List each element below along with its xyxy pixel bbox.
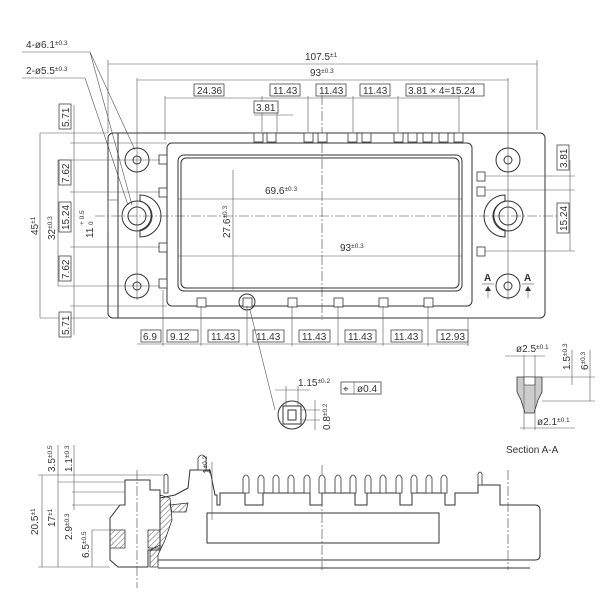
dim-label: 3.81 xyxy=(559,148,570,168)
section-marker: A A xyxy=(482,273,534,298)
inner-width-dim: 69.6±0.3 xyxy=(265,186,297,197)
dim-label: 11.43 xyxy=(273,86,298,97)
position-tolerance: ø0.4 xyxy=(357,384,377,395)
inner-height-dim: 27.6±0.3 xyxy=(222,206,233,238)
top-dia-dim: ø2.5±0.1 xyxy=(516,344,549,355)
pin-step-dim: 1.1±0.3 xyxy=(64,445,75,472)
inner-window xyxy=(177,154,463,292)
mounting-holes xyxy=(107,147,524,299)
dim-label: 9.12 xyxy=(170,332,190,343)
pin-thickness-dim: 0.8±0.2 xyxy=(322,403,333,430)
internal-substrate xyxy=(206,512,440,544)
dim-label: 3.81 × 4=15.24 xyxy=(408,86,476,97)
dim-label: 15.24 xyxy=(559,206,570,231)
slot-tol-minus: 0 xyxy=(88,221,95,225)
dim-label: 7.62 xyxy=(61,163,72,183)
dim-label: 11.43 xyxy=(348,332,373,343)
boss-dim: 2.9±0.3 xyxy=(64,513,75,540)
dim-label: 5.71 xyxy=(61,315,72,335)
base-dim: 6.5±0.5 xyxy=(81,531,92,558)
section-title: Section A-A xyxy=(506,445,559,456)
left-dim-boxes: 5.71 7.62 15.24 7.62 5.71 xyxy=(58,103,72,338)
overall-length-dim: 107.5±1 xyxy=(305,52,338,63)
section-a-a: ø2.5±0.1 ø2.1±0.1 1.5±0.3 6±0.3 Section … xyxy=(505,343,595,456)
position-symbol: ⌖ xyxy=(343,384,349,395)
dim-label: 7.62 xyxy=(61,259,72,279)
holes-4-label: 4-ø6.1±0.3 xyxy=(26,40,68,51)
dim-label: 11.43 xyxy=(394,332,419,343)
top-view: 4-ø6.1±0.3 2-ø5.5±0.3 107.5±1 93±0.3 24.… xyxy=(22,40,575,346)
bottom-dim-boxes: 6.9 9.12 11.43 11.43 11.43 11.43 11.43 1… xyxy=(140,329,469,343)
side-pins xyxy=(163,454,483,494)
holes-2-label: 2-ø5.5±0.3 xyxy=(26,66,68,77)
hole-pitch-dim: 93±0.3 xyxy=(310,68,334,79)
pin-width-dim: 1.15±0.2 xyxy=(298,378,330,389)
dim-label: 15.24 xyxy=(61,205,72,230)
dim-label: 12.93 xyxy=(440,332,465,343)
right-dim-boxes: 3.81 15.24 xyxy=(556,144,570,234)
section-marker-label: A xyxy=(524,273,531,284)
hole-height-dim: 32±0.3 xyxy=(47,216,58,240)
top-dim-row: 24.36 11.43 11.43 11.43 3.81 × 4=15.24 3… xyxy=(193,83,485,114)
dim-label: 11.43 xyxy=(319,86,344,97)
housing-frame xyxy=(166,142,473,307)
side-view: 20.5±1 17±1 3.5±0.5 1.1±0.3 2.9±0.3 6.5±… xyxy=(30,445,541,588)
depth-1-dim: 1.5±0.3 xyxy=(562,343,573,370)
dim-label: 11.43 xyxy=(302,332,327,343)
dim-label: 5.71 xyxy=(61,107,72,127)
body-height-dim: 17±1 xyxy=(47,508,58,527)
pin-tip-dim: 1±0.2 xyxy=(202,455,213,474)
overall-height-dim: 45±1 xyxy=(30,216,41,235)
section-marker-label: A xyxy=(484,273,491,284)
dim-label: 24.36 xyxy=(197,86,222,97)
pin-height-dim: 3.5±0.5 xyxy=(47,445,58,472)
slot-tol-plus: + 0.5 xyxy=(79,210,86,225)
dim-label: 3.81 xyxy=(256,103,276,114)
frame-width-dim: 93±0.3 xyxy=(340,243,364,254)
module-outline xyxy=(107,132,546,319)
bottom-dia-dim: ø2.1±0.1 xyxy=(537,417,570,428)
dim-label: 11.43 xyxy=(256,332,281,343)
slot-dim: 11 xyxy=(85,227,96,238)
depth-2-dim: 6±0.3 xyxy=(580,351,591,370)
total-height-dim: 20.5±1 xyxy=(30,508,41,535)
terminal-pins xyxy=(158,132,486,311)
dim-label: 11.43 xyxy=(211,332,236,343)
dim-label: 6.9 xyxy=(143,332,157,343)
pin-detail: 1.15±0.2 ⌖ ø0.4 0.8±0.2 xyxy=(249,309,382,430)
dim-label: 11.43 xyxy=(363,86,388,97)
